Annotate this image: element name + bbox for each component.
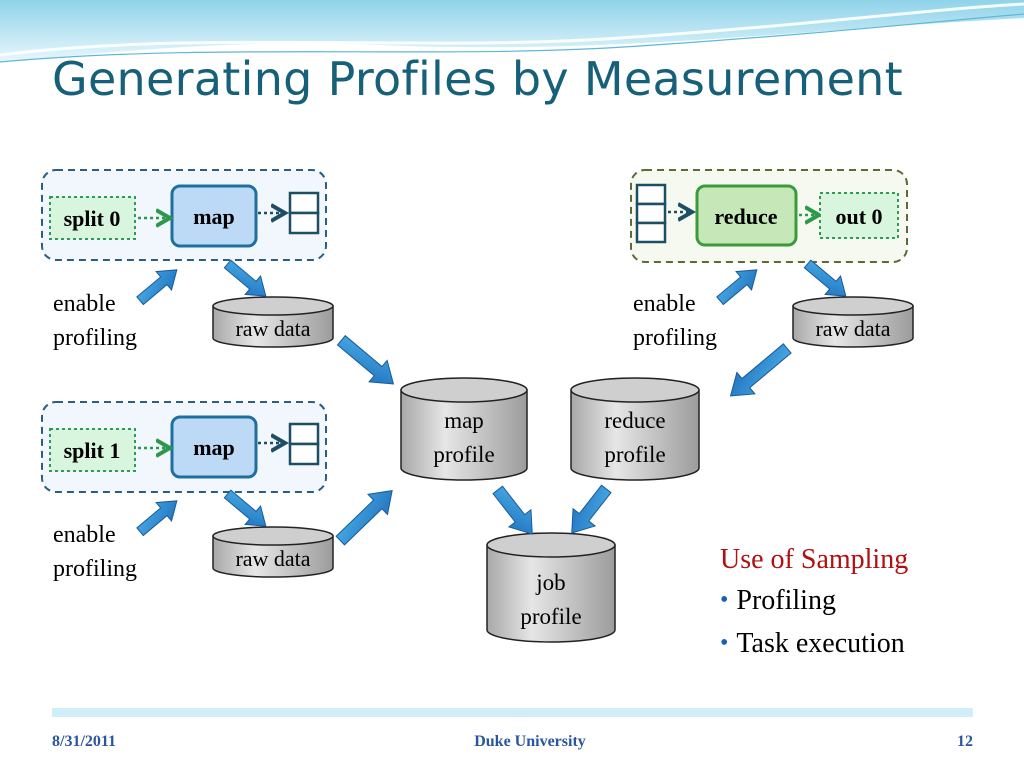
split-box-1 bbox=[49, 428, 136, 472]
raw-to-reduce-profile-arrow bbox=[729, 343, 792, 397]
raw-data-label-1: raw data bbox=[235, 546, 310, 571]
output-buffer-icon bbox=[288, 422, 320, 466]
reduce-profile-cylinder bbox=[570, 377, 700, 481]
map-to-raw-arrow-1 bbox=[223, 489, 267, 527]
slide-title: Generating Profiles by Measurement bbox=[52, 52, 903, 106]
raw-data-cylinder-map-0 bbox=[212, 296, 334, 348]
bullet-icon: • bbox=[720, 630, 729, 656]
map-task-label-1: map bbox=[193, 435, 235, 460]
enable-profiling-label-1: enable profiling bbox=[53, 522, 137, 582]
output-label: out 0 bbox=[835, 204, 882, 229]
input-buffer-icon bbox=[635, 183, 667, 244]
raw-data-cylinder-reduce bbox=[792, 296, 914, 348]
output-buffer-icon bbox=[288, 191, 320, 235]
footer-page-number: 12 bbox=[957, 733, 973, 750]
split-box-0 bbox=[49, 196, 136, 240]
enable-arrow-map-1 bbox=[136, 500, 178, 537]
map-task-group-0 bbox=[41, 169, 327, 261]
raw-data-label-0: raw data bbox=[235, 316, 310, 341]
reduce-profile-to-job-arrow bbox=[571, 484, 612, 534]
reduce-to-raw-arrow bbox=[803, 259, 847, 297]
bullet-icon: • bbox=[720, 587, 729, 613]
sampling-item: • Task execution bbox=[720, 623, 908, 666]
reduce-task-group bbox=[630, 169, 908, 263]
enable-arrow-map-0 bbox=[136, 269, 178, 306]
job-profile-cylinder bbox=[486, 532, 616, 643]
map-to-raw-arrow-0 bbox=[223, 259, 267, 297]
map-task-label-0: map bbox=[193, 204, 235, 229]
reduce-task-label: reduce bbox=[714, 204, 777, 229]
enable-profiling-label-0: enable profiling bbox=[53, 291, 137, 351]
reduce-profile-label: reduce profile bbox=[604, 408, 666, 467]
sampling-notes: Use of Sampling • Profiling • Task executi… bbox=[720, 540, 908, 666]
top-wave-decoration bbox=[0, 0, 1024, 63]
raw-data-label-reduce: raw data bbox=[815, 316, 890, 341]
footer-date: 8/31/2011 bbox=[52, 733, 117, 750]
reduce-task-box bbox=[695, 184, 798, 247]
map-task-group-1 bbox=[41, 401, 327, 493]
enable-arrow-reduce bbox=[716, 269, 758, 306]
sampling-heading: Use of Sampling bbox=[720, 544, 909, 575]
map-profile-label: map profile bbox=[433, 408, 495, 467]
footer-center: Duke University bbox=[474, 733, 586, 750]
split-label-1: split 1 bbox=[64, 438, 121, 463]
raw-data-cylinder-map-1 bbox=[212, 526, 334, 578]
sampling-item-text: Task execution bbox=[736, 628, 905, 659]
raw-to-map-profile-arrow-0 bbox=[336, 334, 395, 385]
sampling-item-text: Profiling bbox=[736, 585, 836, 616]
footer-bar bbox=[52, 708, 973, 717]
map-profile-to-job-arrow bbox=[492, 485, 533, 535]
raw-to-map-profile-arrow-1 bbox=[335, 489, 393, 546]
enable-profiling-label-reduce: enable profiling bbox=[633, 291, 717, 351]
job-profile-label: job profile bbox=[520, 570, 582, 629]
sampling-item: • Profiling bbox=[720, 580, 908, 623]
block-arrows bbox=[136, 259, 847, 546]
split-label-0: split 0 bbox=[64, 206, 121, 231]
output-box bbox=[819, 192, 899, 239]
map-profile-cylinder bbox=[400, 377, 528, 481]
